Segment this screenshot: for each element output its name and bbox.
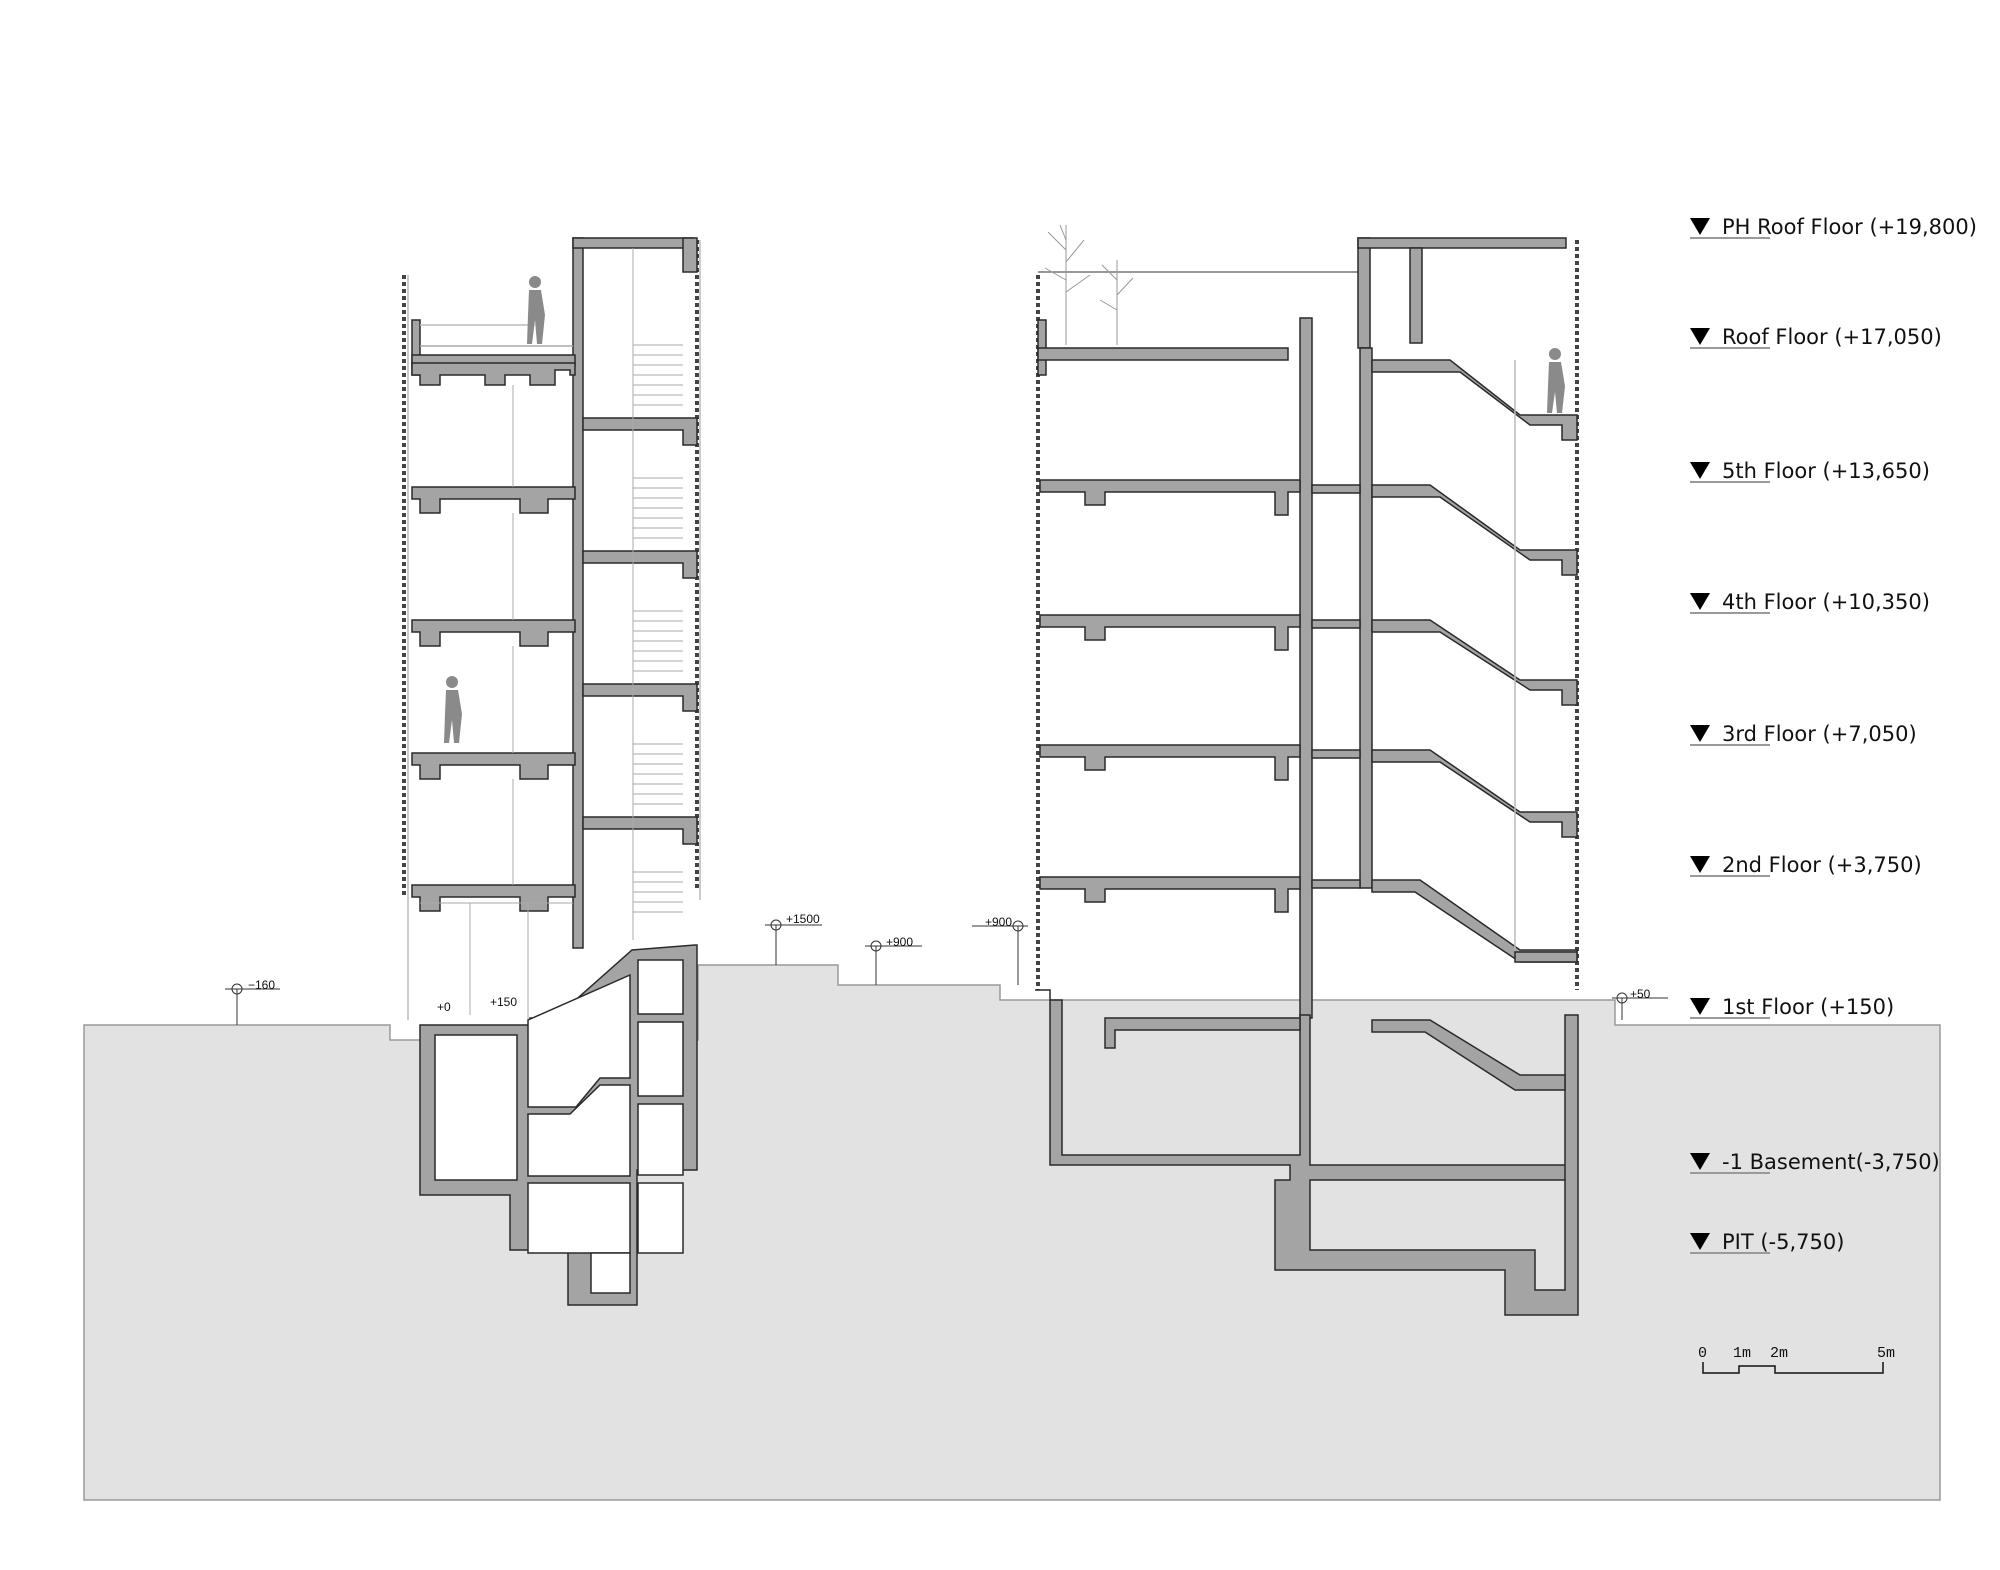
level-label-2nd: 2nd Floor (+3,750) [1690,843,1922,877]
level-label-1st: 1st Floor (+150) [1690,985,1894,1019]
level-triangle-icon [1690,328,1710,345]
level-label-basement: -1 Basement(-3,750) [1690,1140,1940,1174]
ground [83,964,1941,1501]
elevation-markers [225,919,1668,1025]
level-label-ph-roof: PH Roof Floor (+19,800) [1690,205,1977,239]
scale-label-1m: 1m [1733,1345,1752,1362]
level-label-roof: Roof Floor (+17,050) [1690,315,1942,349]
scale-bar [1702,1362,1884,1374]
elevation-plus1500: +1500 [786,912,820,926]
elevation-plus900-b: +900 [985,915,1013,929]
level-triangle-icon [1690,998,1710,1015]
level-label-5th: 5th Floor (+13,650) [1690,449,1930,483]
scale-label-5m: 5m [1877,1345,1896,1362]
level-triangle-icon [1690,725,1710,742]
scale-label-2m: 2m [1770,1345,1789,1362]
level-label-4th: 4th Floor (+10,350) [1690,580,1930,614]
level-triangle-icon [1690,593,1710,610]
person-figure [444,276,545,743]
level-label-pit: PIT (-5,750) [1690,1220,1844,1254]
scale-label-0: 0 [1698,1345,1708,1362]
elevation-plus900-a: +900 [886,935,914,949]
level-triangle-icon [1690,1233,1710,1250]
level-triangle-icon [1690,1153,1710,1170]
level-triangle-icon [1690,462,1710,479]
elevation-plus150: +150 [490,995,518,1009]
tree-icon [1044,224,1134,345]
level-label-3rd: 3rd Floor (+7,050) [1690,712,1917,746]
level-triangle-icon [1690,856,1710,873]
person-figure [1547,348,1565,413]
elevation-plus50: +50 [1630,987,1651,1001]
level-triangle-icon [1690,218,1710,235]
elevation-minus160: −160 [248,978,276,992]
elevation-plus0: +0 [437,1000,451,1014]
right-building [1035,224,1579,1316]
left-building [402,237,701,1306]
